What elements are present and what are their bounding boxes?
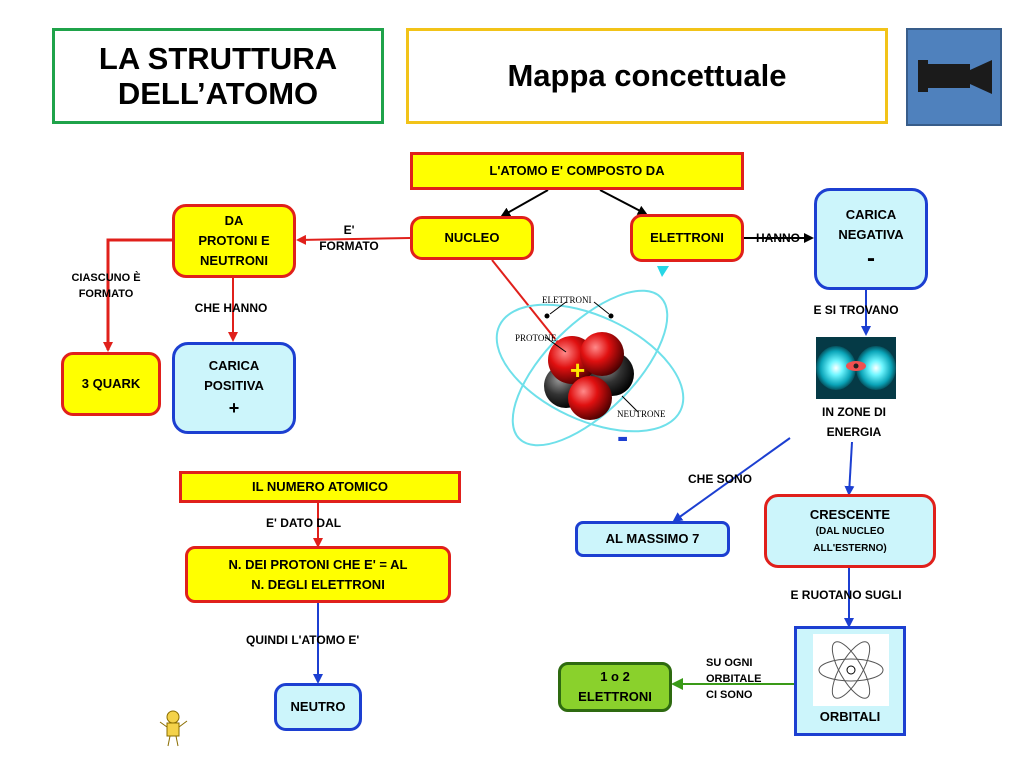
electron-dot <box>608 313 614 319</box>
massimo-box: AL MASSIMO 7 <box>575 521 730 557</box>
page-title: LA STRUTTURA DELL’ATOMO <box>52 28 384 124</box>
crescente-box: CRESCENTE (DAL NUCLEO ALL'ESTERNO) <box>764 494 936 568</box>
orbit-1 <box>495 303 685 433</box>
line-nucleo-atom <box>491 259 561 346</box>
quark-box: 3 QUARK <box>61 352 161 416</box>
electron-dot <box>544 313 550 319</box>
proton-particle <box>568 376 612 420</box>
elettroni-box: ELETTRONI <box>630 214 744 262</box>
neutro-box: NEUTRO <box>274 683 362 731</box>
proton-particle <box>580 332 624 376</box>
video-button[interactable] <box>906 28 1002 126</box>
ruotano-label: E RUOTANO SUGLI <box>790 588 902 602</box>
atom-minus-sign: - <box>617 418 629 456</box>
page-subtitle: Mappa concettuale <box>406 28 888 124</box>
trovano-label: E SI TROVANO <box>813 303 899 317</box>
formato-label: E'FORMATO <box>319 223 379 253</box>
atom-composed-box: L'ATOMO E' COMPOSTO DA <box>410 152 744 190</box>
arrow-nucleo-protoni <box>296 234 411 245</box>
atom-label-neutrone: NEUTRONE <box>617 409 666 419</box>
triangle-marker <box>657 266 669 277</box>
hanno-label: HANNO <box>756 231 800 245</box>
quindi-label: QUINDI L'ATOMO E' <box>246 633 360 647</box>
che-hanno-label: CHE HANNO <box>194 301 268 315</box>
atom-label-elettroni: ELETTRONI <box>542 295 592 305</box>
dato-dal-label: E' DATO DAL <box>266 516 342 530</box>
arrow-top-elettroni <box>599 189 648 215</box>
numero-atomico-box: IL NUMERO ATOMICO <box>179 471 461 503</box>
arrow-top-nucleo <box>500 189 549 217</box>
title-line-1: LA STRUTTURA <box>98 41 338 76</box>
atom-plus-sign: + <box>570 355 586 385</box>
nucleo-box: NUCLEO <box>410 216 534 260</box>
title-line-2: DELL’ATOMO <box>117 76 319 111</box>
arrow-zone-crescente <box>844 441 855 496</box>
arrow-zone-massimo <box>672 437 791 523</box>
che-sono-label: CHE SONO <box>688 472 753 486</box>
video-camera-icon <box>918 60 992 94</box>
atom-label-protone: PROTONE <box>515 333 557 343</box>
orbit-2 <box>511 289 669 447</box>
arrow-protoni-quark <box>103 238 172 352</box>
